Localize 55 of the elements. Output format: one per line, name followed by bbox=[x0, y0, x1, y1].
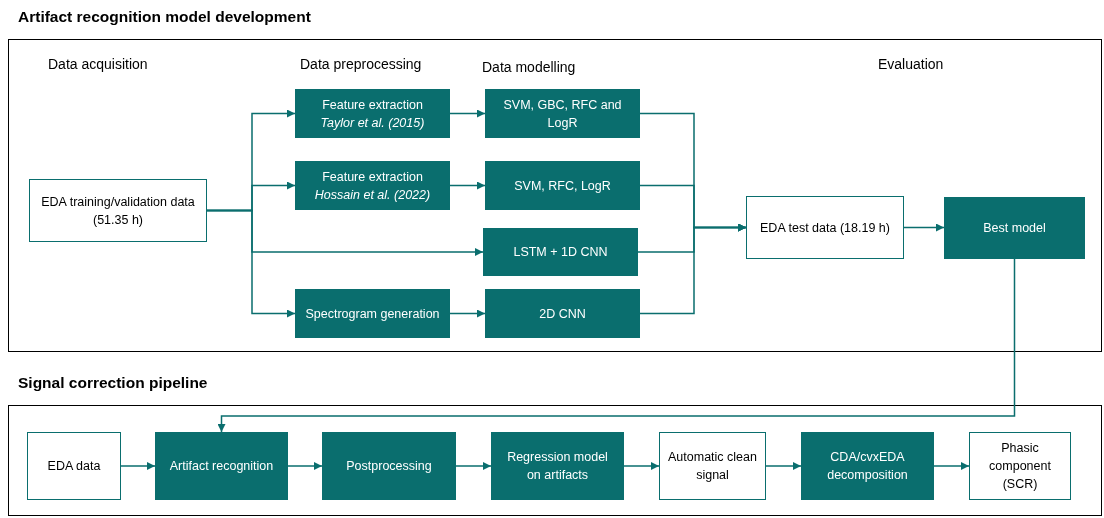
node-label: SVM, RFC, LogR bbox=[514, 177, 611, 195]
node-label: Spectrogram generation bbox=[305, 305, 440, 323]
node-label: SVM, GBC, RFC and LogR bbox=[502, 96, 623, 132]
node-label: Artifact recognition bbox=[169, 458, 274, 475]
arrow bbox=[903, 223, 945, 232]
arrow bbox=[206, 209, 296, 318]
process-box bbox=[155, 432, 288, 500]
process-box bbox=[491, 432, 624, 500]
process-box bbox=[322, 432, 456, 500]
section-heading: Artifact recognition model development bbox=[18, 7, 311, 27]
column-heading: Data acquisition bbox=[48, 55, 148, 74]
data-box bbox=[27, 432, 121, 500]
arrow bbox=[639, 223, 747, 315]
process-box bbox=[295, 89, 450, 138]
citation-text: Taylor et al. (2015) bbox=[320, 114, 425, 132]
data-box bbox=[29, 179, 207, 242]
arrow bbox=[449, 181, 486, 190]
node-label: Phasic component (SCR) bbox=[988, 440, 1052, 493]
arrow bbox=[449, 109, 486, 118]
process-box bbox=[485, 161, 640, 210]
section-heading: Signal correction pipeline bbox=[18, 373, 208, 393]
node-label: Best model bbox=[983, 220, 1046, 237]
node-label: Regression model on artifacts bbox=[506, 449, 609, 484]
node-label: EDA data bbox=[47, 458, 101, 475]
node-label: Postprocessing bbox=[346, 458, 432, 475]
node-label: EDA test data (18.19 h) bbox=[760, 219, 890, 237]
arrow bbox=[455, 462, 492, 470]
arrow bbox=[623, 462, 660, 470]
arrow bbox=[449, 309, 486, 318]
arrow bbox=[217, 258, 1016, 433]
arrow bbox=[765, 462, 802, 470]
arrow bbox=[933, 462, 970, 470]
process-box bbox=[485, 89, 640, 138]
process-box bbox=[483, 228, 638, 276]
column-heading: Evaluation bbox=[878, 55, 944, 74]
node-label: EDA training/validation data (51.35 h) bbox=[40, 193, 196, 229]
data-box bbox=[969, 432, 1071, 500]
column-heading: Data modelling bbox=[482, 58, 576, 77]
process-box bbox=[944, 197, 1085, 259]
data-box bbox=[659, 432, 766, 500]
arrow bbox=[120, 462, 156, 470]
column-heading: Data preprocessing bbox=[300, 55, 422, 74]
node-label: 2D CNN bbox=[539, 305, 586, 323]
node-label: Automatic clean signal bbox=[668, 449, 757, 484]
process-box bbox=[295, 289, 450, 338]
node-label: LSTM + 1D CNN bbox=[513, 244, 608, 261]
process-box bbox=[295, 161, 450, 210]
arrow bbox=[287, 462, 323, 470]
citation-text: Hossain et al. (2022) bbox=[314, 186, 431, 204]
data-box bbox=[746, 196, 904, 259]
node-label: Feature extraction bbox=[322, 168, 423, 186]
node-label: Feature extraction bbox=[322, 96, 423, 114]
process-box bbox=[485, 289, 640, 338]
node-label: CDA/cvxEDA decomposition bbox=[826, 449, 909, 484]
process-box bbox=[801, 432, 934, 500]
